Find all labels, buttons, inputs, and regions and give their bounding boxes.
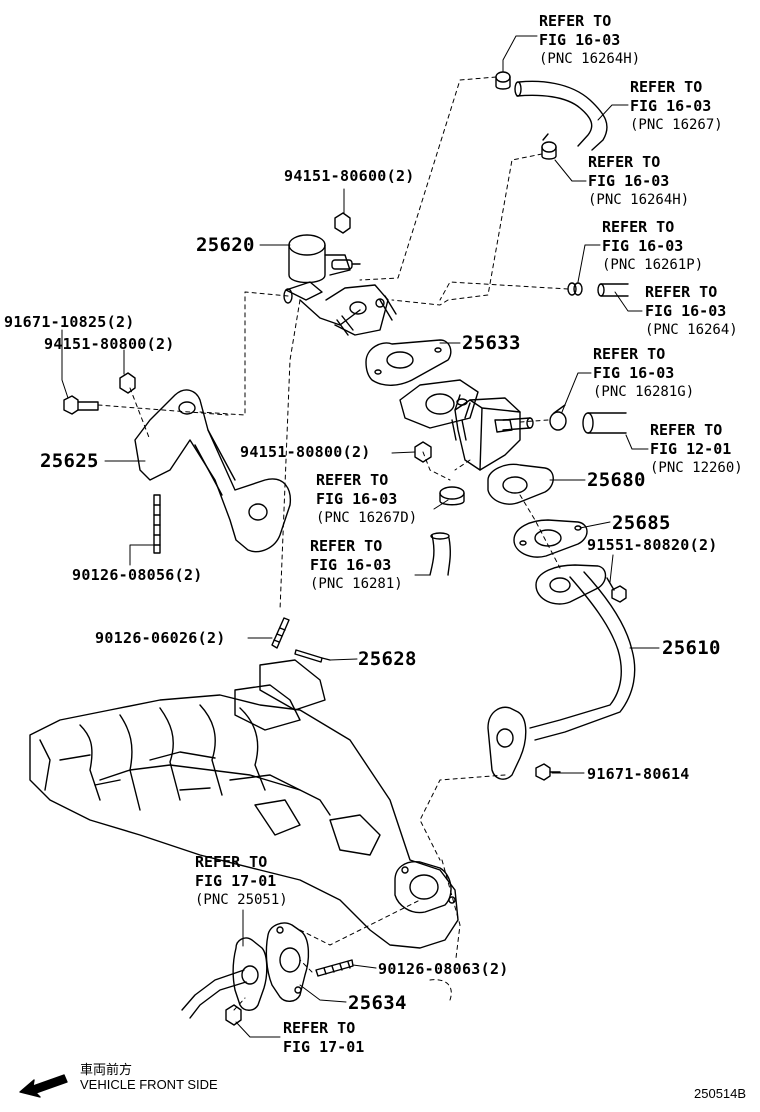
- nut-17-01: [225, 1004, 242, 1026]
- part-label-90126-06026[interactable]: 90126-06026(2): [95, 629, 226, 647]
- reference-line1: REFER TO: [539, 12, 612, 30]
- reference-16267d[interactable]: REFER TO FIG 16-03 (PNC 16267D): [316, 471, 417, 528]
- gasket-25634: [265, 922, 310, 1002]
- part-label-25634[interactable]: 25634: [348, 992, 407, 1014]
- reference-12260[interactable]: REFER TO FIG 12-01 (PNC 12260): [650, 421, 743, 478]
- nut-94151-80800-egr: [414, 441, 432, 463]
- vehicle-front-label-jp: 車両前方: [80, 1063, 133, 1078]
- part-label-90126-08063[interactable]: 90126-08063(2): [378, 960, 509, 978]
- part-label-25628[interactable]: 25628: [358, 648, 417, 670]
- part-label-25625[interactable]: 25625: [40, 450, 99, 472]
- egr-valve-25680: [399, 379, 554, 505]
- reference-25051[interactable]: REFER TO FIG 17-01 (PNC 25051): [195, 853, 288, 910]
- intake-manifold: [29, 659, 459, 949]
- part-label-94151-80800-top[interactable]: 94151-80800(2): [44, 335, 175, 353]
- reference-17-01[interactable]: REFER TO FIG 17-01: [283, 1019, 364, 1057]
- part-label-91671-10825[interactable]: 91671-10825(2): [4, 313, 135, 331]
- reference-pnc: (PNC 16264H): [588, 192, 690, 208]
- reference-line2: FIG 16-03: [630, 97, 712, 115]
- nut-94151-80600: [334, 212, 351, 234]
- reference-pnc: (PNC 16264): [645, 322, 738, 338]
- part-label-25620[interactable]: 25620: [196, 234, 255, 256]
- reference-line1: REFER TO: [593, 345, 666, 363]
- gasket-25633: [365, 339, 452, 386]
- part-label-91671-80614[interactable]: 91671-80614: [587, 765, 690, 783]
- pin-25628: [294, 649, 331, 663]
- reference-line2: FIG 16-03: [588, 172, 670, 190]
- reference-pnc: (PNC 16281G): [593, 384, 695, 400]
- clamp-16267d: [439, 486, 465, 506]
- reference-16264h-mid[interactable]: REFER TO FIG 16-03 (PNC 16264H): [588, 153, 689, 210]
- part-label-25633[interactable]: 25633: [462, 332, 521, 354]
- egr-pipe-25610: [487, 564, 636, 780]
- vehicle-front-label: VEHICLE FRONT SIDE: [80, 1077, 218, 1092]
- reference-16264h-top[interactable]: REFER TO FIG 16-03 (PNC 16264H): [539, 12, 640, 69]
- nut-94151-80800-bracket: [119, 372, 136, 394]
- reference-16267[interactable]: REFER TO FIG 16-03 (PNC 16267): [630, 78, 723, 135]
- hose-16267: [514, 80, 608, 151]
- reference-line1: REFER TO: [650, 421, 723, 439]
- hose-16264: [597, 283, 629, 297]
- stud-90126-06026: [271, 617, 290, 649]
- reference-pnc: (PNC 16264H): [539, 51, 641, 67]
- reference-line2: FIG 16-03: [602, 237, 684, 255]
- part-label-25685[interactable]: 25685: [612, 512, 671, 534]
- bolt-91671-10825: [63, 395, 99, 415]
- reference-line1: REFER TO: [195, 853, 268, 871]
- reference-16264[interactable]: REFER TO FIG 16-03 (PNC 16264): [645, 283, 738, 340]
- reference-line2: FIG 16-03: [539, 31, 621, 49]
- reference-line2: FIG 16-03: [645, 302, 727, 320]
- flange-25051: [181, 937, 268, 1019]
- reference-line2: FIG 17-01: [195, 872, 277, 890]
- hose-clamp-16264h-mid: [541, 133, 557, 160]
- reference-16281g[interactable]: REFER TO FIG 16-03 (PNC 16281G): [593, 345, 694, 402]
- leader-lines: [61, 35, 660, 1038]
- reference-16261p[interactable]: REFER TO FIG 16-03 (PNC 16261P): [602, 218, 703, 275]
- clamp-16281g: [549, 404, 567, 431]
- reference-pnc: (PNC 25051): [195, 892, 288, 908]
- part-label-25680[interactable]: 25680: [587, 469, 646, 491]
- part-label-91551-80820[interactable]: 91551-80820(2): [587, 536, 718, 554]
- reference-line1: REFER TO: [316, 471, 389, 489]
- reference-line1: REFER TO: [310, 537, 383, 555]
- assembly-lines: [97, 76, 569, 1011]
- reference-line2: FIG 16-03: [310, 556, 392, 574]
- reference-line2: FIG 16-03: [593, 364, 675, 382]
- hose-clamp-16264h-top: [495, 71, 511, 90]
- reference-line2: FIG 16-03: [316, 490, 398, 508]
- hose-16281: [429, 532, 451, 576]
- reference-pnc: (PNC 16267D): [316, 510, 418, 526]
- reference-line2: FIG 17-01: [283, 1038, 365, 1056]
- vacuum-modulator-25620: [283, 234, 397, 336]
- reference-pnc: (PNC 12260): [650, 460, 743, 476]
- arrow-left-icon: [19, 1074, 68, 1098]
- reference-pnc: (PNC 16267): [630, 117, 723, 133]
- reference-line1: REFER TO: [283, 1019, 356, 1037]
- part-label-94151-80600[interactable]: 94151-80600(2): [284, 167, 415, 185]
- part-label-25610[interactable]: 25610: [662, 637, 721, 659]
- stud-90126-08063: [315, 959, 354, 977]
- hose-12260: [582, 412, 627, 434]
- bolt-91551-80820: [606, 577, 627, 603]
- gasket-25685: [513, 519, 588, 558]
- reference-16281[interactable]: REFER TO FIG 16-03 (PNC 16281): [310, 537, 403, 594]
- part-label-90126-08056[interactable]: 90126-08056(2): [72, 566, 203, 584]
- stud-90126-08056: [153, 494, 161, 554]
- reference-line1: REFER TO: [630, 78, 703, 96]
- reference-line1: REFER TO: [645, 283, 718, 301]
- reference-line1: REFER TO: [602, 218, 675, 236]
- clamp-16261p: [567, 282, 583, 296]
- part-label-94151-80800-egr[interactable]: 94151-80800(2): [240, 443, 371, 461]
- reference-line2: FIG 12-01: [650, 440, 732, 458]
- reference-line1: REFER TO: [588, 153, 661, 171]
- reference-pnc: (PNC 16281): [310, 576, 403, 592]
- bolt-91671-80614: [535, 763, 561, 781]
- reference-pnc: (PNC 16261P): [602, 257, 704, 273]
- bracket-25625: [134, 389, 292, 553]
- drawing-number: 250514B: [694, 1086, 747, 1101]
